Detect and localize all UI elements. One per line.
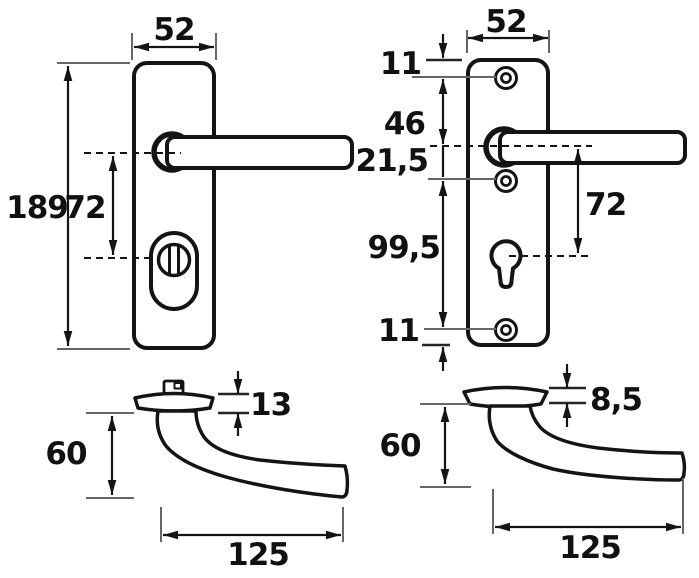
screw-inner xyxy=(500,324,512,336)
rose-disc xyxy=(462,385,549,409)
cylinder-guard xyxy=(156,242,192,278)
screw-inner xyxy=(500,175,512,187)
dim-label: 125 xyxy=(227,537,289,573)
dim-plate-left-centers: 72 xyxy=(64,152,181,259)
dim-grip-right-rose-height: 8,5 xyxy=(549,364,643,427)
tab-notch xyxy=(173,382,182,390)
view-backplate-right xyxy=(466,58,687,347)
lever-grip xyxy=(487,404,687,482)
dim-grip-left-drop: 60 xyxy=(45,412,134,499)
view-handle-side-left xyxy=(133,379,350,499)
dim-grip-right-length: 125 xyxy=(492,478,684,566)
dim-label: 72 xyxy=(585,187,626,223)
euro-cylinder-keyhole xyxy=(489,239,523,289)
dim-plate-right-centers: 72 xyxy=(430,145,627,257)
lever-handle xyxy=(498,130,687,165)
dim-label: 60 xyxy=(45,436,87,472)
dim-label: 99,5 xyxy=(368,230,441,266)
dim-plate-left-height: 189 xyxy=(6,62,130,350)
dim-label: 189 xyxy=(6,190,68,226)
view-backplate-left xyxy=(132,61,354,350)
dim-grip-left-length: 125 xyxy=(160,507,344,573)
screw-inner xyxy=(500,72,512,84)
screw-hole-top xyxy=(494,66,518,90)
dim-plate-right-width: 52 xyxy=(466,4,550,53)
dim-label: 11 xyxy=(378,313,419,349)
screw-hole-middle xyxy=(494,169,518,193)
dim-label: 8,5 xyxy=(590,382,642,418)
lever-handle xyxy=(165,135,354,170)
dim-grip-left-rose-height: 13 xyxy=(218,371,292,436)
dim-label: 60 xyxy=(379,428,421,464)
rose-cap xyxy=(133,391,215,413)
dim-plate-left-width: 52 xyxy=(131,12,217,60)
dim-label: 72 xyxy=(64,190,105,226)
dim-label: 52 xyxy=(153,12,194,48)
backplate-outline xyxy=(466,58,550,347)
dim-label: 13 xyxy=(250,387,291,423)
dim-grip-right-drop: 60 xyxy=(379,403,471,488)
dim-plate-right-chain: 11 46 21,5 99,5 11 xyxy=(356,34,496,371)
dim-label: 21,5 xyxy=(356,143,429,179)
dim-label: 52 xyxy=(485,4,526,40)
view-handle-side-right xyxy=(462,385,687,482)
dim-label: 46 xyxy=(384,106,425,142)
screw-hole-bottom xyxy=(494,318,518,342)
lever-grip xyxy=(155,409,350,499)
dim-label: 125 xyxy=(559,530,621,566)
dim-label: 11 xyxy=(380,46,421,82)
